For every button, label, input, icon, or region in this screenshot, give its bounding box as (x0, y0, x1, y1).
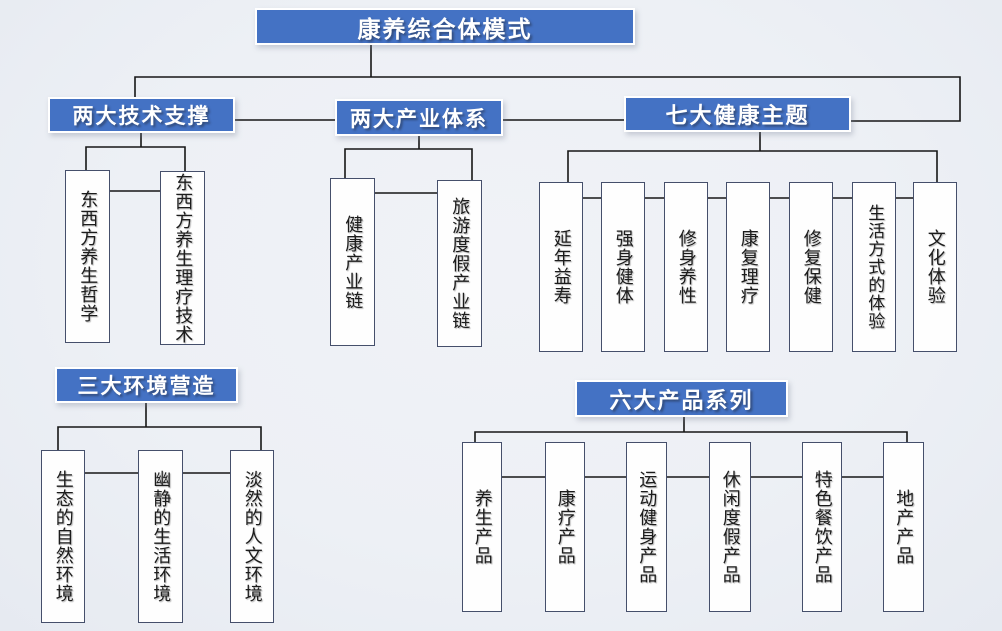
group-3-header: 三大环境营造 (55, 367, 238, 403)
group-1-header: 两大产业体系 (335, 99, 503, 136)
connector-line (134, 76, 961, 122)
connector-line (85, 146, 186, 171)
group-2-child-0: 延年益寿 (539, 182, 583, 352)
group-4-child-0: 养生产品 (462, 442, 502, 612)
connector-line (57, 426, 262, 450)
group-3-child-0: 生态的自然环境 (41, 450, 85, 623)
group-2-child-5: 生活方式的体验 (852, 182, 896, 352)
group-4-child-3: 休闲度假产品 (709, 442, 751, 612)
group-4-child-5: 地产产品 (883, 442, 924, 612)
group-0-child-0: 东西方养生哲学 (65, 170, 110, 343)
connector-line (344, 148, 473, 180)
group-4-child-4: 特色餐饮产品 (802, 442, 842, 612)
group-4-child-2: 运动健身产品 (626, 442, 667, 612)
group-0-child-1: 东西方养生理疗技术 (160, 171, 205, 345)
group-2-child-6: 文化体验 (913, 182, 957, 352)
connector-line (474, 431, 908, 442)
group-1-child-0: 健康产业链 (330, 178, 375, 346)
group-2-child-1: 强身健体 (601, 182, 645, 352)
group-1-child-1: 旅游度假产业链 (437, 180, 482, 347)
group-2-header: 七大健康主题 (624, 96, 851, 132)
group-3-child-2: 淡然的人文环境 (230, 450, 274, 623)
root-node: 康养综合体模式 (255, 8, 635, 45)
group-2-child-3: 康复理疗 (726, 182, 770, 352)
group-2-child-4: 修复保健 (789, 182, 833, 352)
connector-line (567, 150, 938, 182)
group-3-child-1: 幽静的生活环境 (138, 450, 183, 623)
group-4-header: 六大产品系列 (575, 380, 788, 417)
group-2-child-2: 修身养性 (664, 182, 708, 352)
group-0-header: 两大技术支撑 (48, 97, 235, 133)
group-4-child-1: 康疗产品 (545, 442, 585, 612)
